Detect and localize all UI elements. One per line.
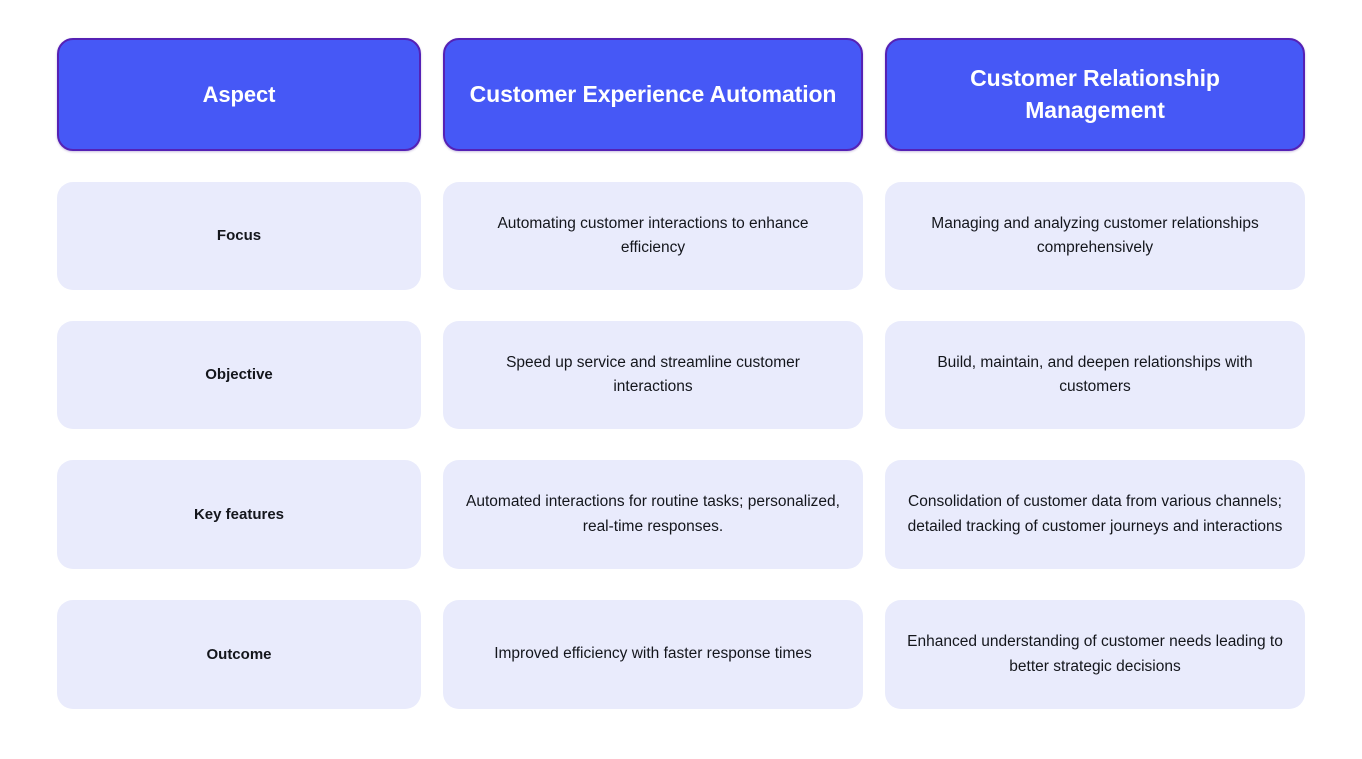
table-cell-cea: Improved efficiency with faster response… <box>443 600 863 709</box>
table-cell-crm: Consolidation of customer data from vari… <box>885 460 1305 569</box>
table-cell-cea: Automating customer interactions to enha… <box>443 182 863 290</box>
cell-text: Objective <box>205 366 273 384</box>
table-cell-crm: Managing and analyzing customer relation… <box>885 182 1305 290</box>
table-header-customer-experience-automation: Customer Experience Automation <box>443 38 863 151</box>
table-header-label: Customer Relationship Management <box>970 65 1220 123</box>
cell-text: Consolidation of customer data from vari… <box>907 493 1283 535</box>
cell-text: Enhanced understanding of customer needs… <box>907 633 1283 675</box>
table-cell-cea: Automated interactions for routine tasks… <box>443 460 863 569</box>
table-row-aspect-label: Key features <box>57 460 421 569</box>
table-cell-cea: Speed up service and streamline customer… <box>443 321 863 429</box>
cell-text: Outcome <box>206 645 272 663</box>
table-header-label: Aspect <box>202 81 276 107</box>
cell-text: Key features <box>193 505 285 523</box>
cell-text: Improved efficiency with faster response… <box>494 645 812 663</box>
table-row-aspect-label: Objective <box>57 321 421 429</box>
table-cell-crm: Enhanced understanding of customer needs… <box>885 600 1305 709</box>
table-cell-crm: Build, maintain, and deepen relationship… <box>885 321 1305 429</box>
cell-text: Managing and analyzing customer relation… <box>931 214 1259 256</box>
table-row-aspect-label: Focus <box>57 182 421 290</box>
table-header-label: Customer Experience Automation <box>469 80 837 107</box>
table-header-aspect: Aspect <box>57 38 421 151</box>
cell-text: Automated interactions for routine tasks… <box>466 493 840 535</box>
cell-text: Build, maintain, and deepen relationship… <box>937 353 1253 395</box>
cell-text: Speed up service and streamline customer… <box>506 353 800 395</box>
table-header-customer-relationship-management: Customer Relationship Management <box>885 38 1305 151</box>
cell-text: Focus <box>216 227 262 245</box>
table-row-aspect-label: Outcome <box>57 600 421 709</box>
comparison-table: Aspect Customer Experience Automation Cu… <box>57 38 1305 709</box>
cell-text: Automating customer interactions to enha… <box>497 214 809 256</box>
